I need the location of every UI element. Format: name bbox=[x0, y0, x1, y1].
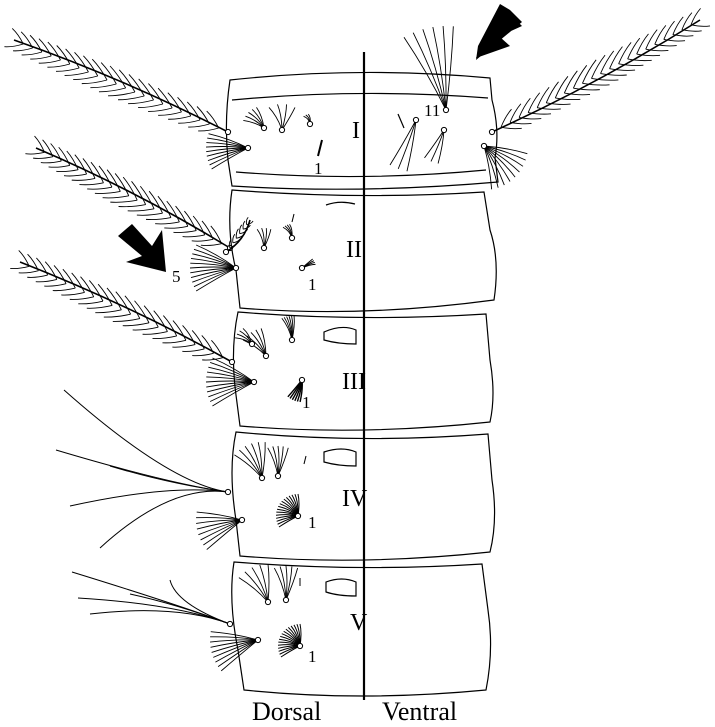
seta-label-5-segment-II: 5 bbox=[172, 267, 181, 286]
seta-label-1-segment-V: 1 bbox=[308, 647, 317, 666]
seta-label-1-segment-IV: 1 bbox=[308, 513, 317, 532]
dorsal-ventral-setae bbox=[234, 26, 453, 657]
segment-numeral-2: II bbox=[346, 237, 362, 263]
seta-label-1-segment-II: 1 bbox=[308, 275, 317, 294]
segment-numeral-3: III bbox=[342, 369, 366, 395]
arrow-seta-5 bbox=[118, 224, 166, 272]
seta-label-1-segment-I: 1 bbox=[314, 159, 323, 178]
segment-numeral-5: V bbox=[350, 610, 368, 636]
seta-label-11-segment-I: 11 bbox=[424, 101, 440, 120]
segment-numeral-1: I bbox=[352, 118, 360, 144]
seta-label-1-segment-III: 1 bbox=[302, 393, 311, 412]
ventral-label: Ventral bbox=[382, 697, 457, 726]
segment-numeral-4: IV bbox=[342, 486, 368, 512]
dorsal-label: Dorsal bbox=[252, 697, 321, 726]
lateral-setae bbox=[4, 8, 710, 670]
